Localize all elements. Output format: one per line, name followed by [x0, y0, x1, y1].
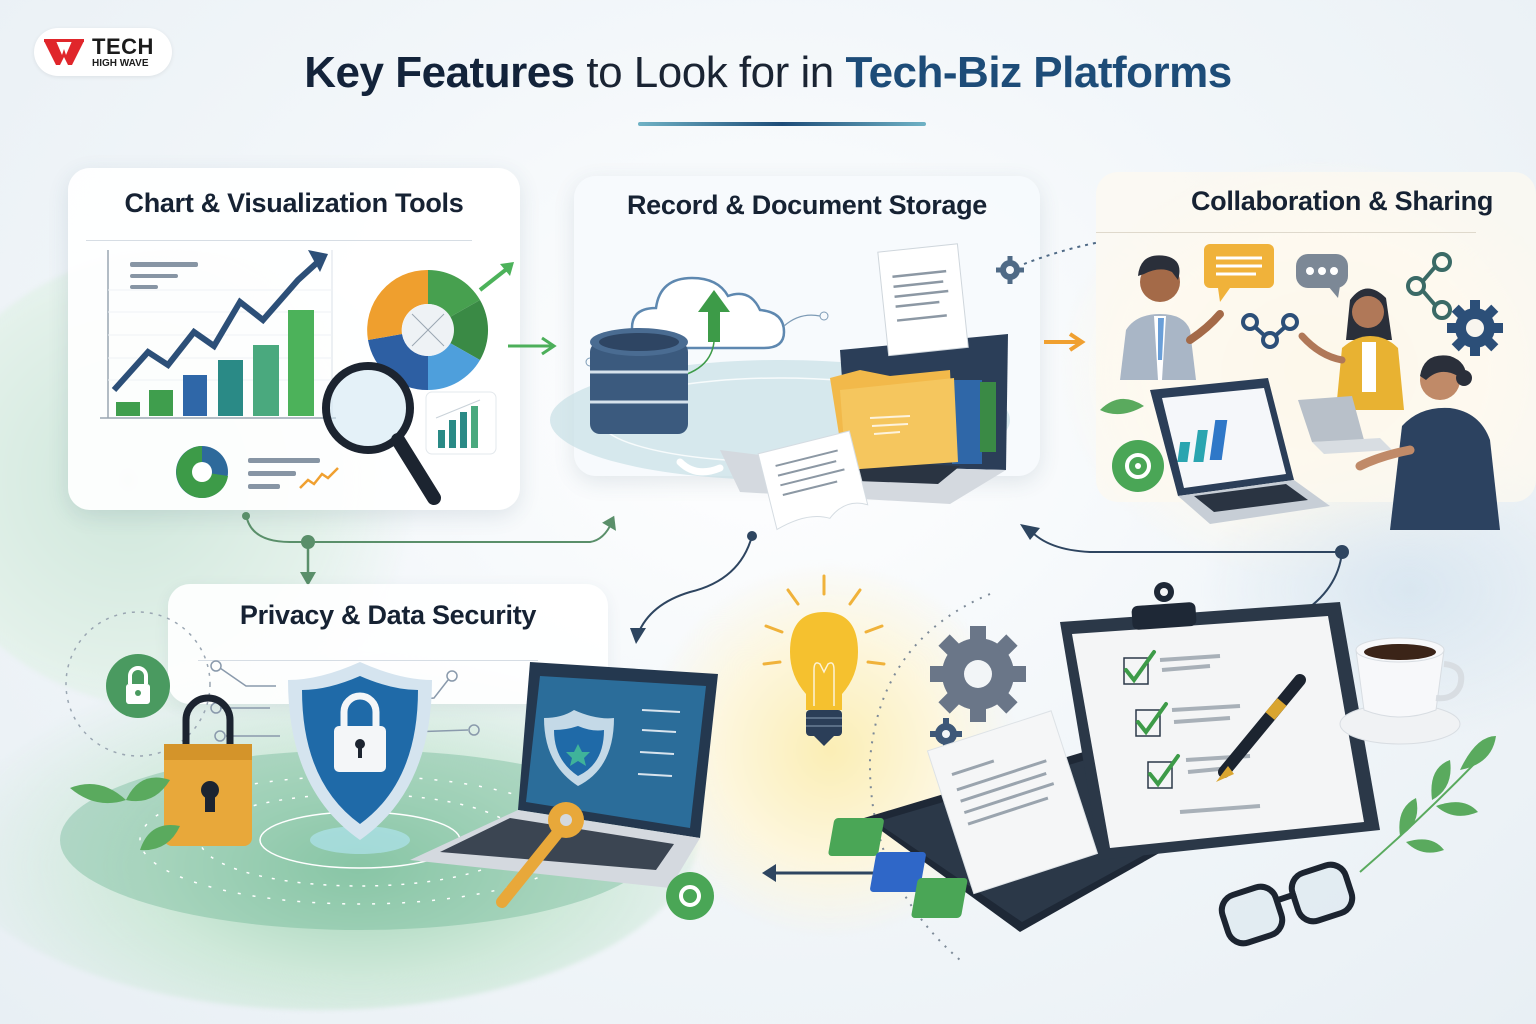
- document-icon: [877, 243, 969, 357]
- document-storage-illustration: [550, 241, 1101, 531]
- coffee-cup-icon: [1339, 637, 1465, 745]
- share-icon: [1241, 313, 1299, 349]
- pen-icon: [1216, 674, 1306, 782]
- card-divider: [198, 660, 538, 661]
- productivity-illustration: [762, 574, 1496, 947]
- key-icon: [496, 802, 584, 908]
- feature-title-chart: Chart & Visualization Tools: [124, 188, 464, 218]
- title-accent: Tech-Biz Platforms: [845, 48, 1232, 97]
- clipboard-checklist-icon: [1060, 582, 1380, 860]
- logo-w-icon: [44, 39, 84, 65]
- brand-logo[interactable]: TECH HIGH WAVE: [34, 28, 172, 76]
- gear-badge-icon: [1112, 440, 1164, 492]
- magnifier-icon: [322, 362, 441, 505]
- leaf-icon: [70, 777, 180, 851]
- person-woman-icon: [1298, 288, 1404, 410]
- collaboration-illustration: [1100, 244, 1503, 530]
- gear-icon: [996, 256, 1024, 284]
- line-chart-icon: [111, 257, 323, 393]
- share-icon: [1406, 252, 1452, 320]
- leaf-icon: [1359, 736, 1496, 873]
- database-icon: [590, 328, 688, 434]
- gear-icon: [1447, 300, 1503, 356]
- laptop-icon: [410, 662, 718, 888]
- laptop-icon: [1150, 378, 1330, 524]
- title-light: to Look for in: [574, 48, 846, 97]
- lightbulb-icon: [762, 574, 886, 746]
- page-title: Key Features to Look for in Tech-Biz Pla…: [0, 48, 1536, 98]
- lock-badge-icon: [106, 654, 170, 718]
- gear-icon: [930, 718, 962, 750]
- pie-icon: [176, 446, 228, 498]
- logo-tagline: HIGH WAVE: [92, 57, 149, 69]
- feature-title-collaboration: Collaboration & Sharing: [1190, 186, 1494, 216]
- folder-icon: [830, 370, 996, 470]
- glasses-icon: [1218, 861, 1356, 947]
- feature-title-storage: Record & Document Storage: [626, 190, 988, 220]
- privacy-security-illustration: [60, 611, 718, 930]
- person-man-icon: [1120, 255, 1224, 380]
- bar-chart-icon: [116, 310, 314, 416]
- feature-title-privacy: Privacy & Data Security: [239, 600, 537, 630]
- title-bold: Key Features: [304, 48, 575, 97]
- shield-lock-icon: [288, 662, 432, 840]
- padlock-icon: [164, 694, 252, 846]
- gear-icon: [930, 626, 1026, 722]
- card-divider: [86, 240, 472, 241]
- title-underline: [638, 122, 926, 126]
- gear-badge-icon: [666, 872, 714, 920]
- chat-bubble-icon: [1204, 244, 1348, 302]
- person-icon: [1355, 355, 1500, 530]
- donut-chart-icon: [367, 269, 489, 391]
- chart-visualization-illustration: [100, 250, 514, 505]
- logo-wordmark: TECH: [92, 33, 154, 59]
- card-divider: [1096, 232, 1476, 233]
